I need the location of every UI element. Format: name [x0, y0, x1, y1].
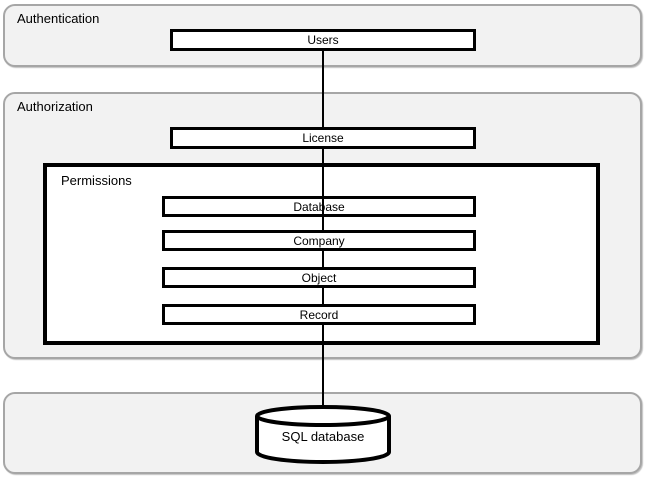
cylinder-body: [255, 416, 391, 464]
record-node: Record: [162, 304, 476, 325]
object-node: Object: [162, 267, 476, 288]
authentication-label: Authentication: [17, 11, 100, 26]
cylinder-top: [255, 405, 391, 427]
company-node: Company: [162, 230, 476, 251]
users-node: Users: [170, 29, 476, 51]
license-node: License: [170, 127, 476, 149]
database-cylinder-icon: [255, 405, 391, 464]
permissions-label: Permissions: [61, 173, 132, 188]
authorization-label: Authorization: [17, 99, 93, 114]
sql-database-label: SQL database: [281, 429, 365, 444]
database-node: Database: [162, 196, 476, 217]
